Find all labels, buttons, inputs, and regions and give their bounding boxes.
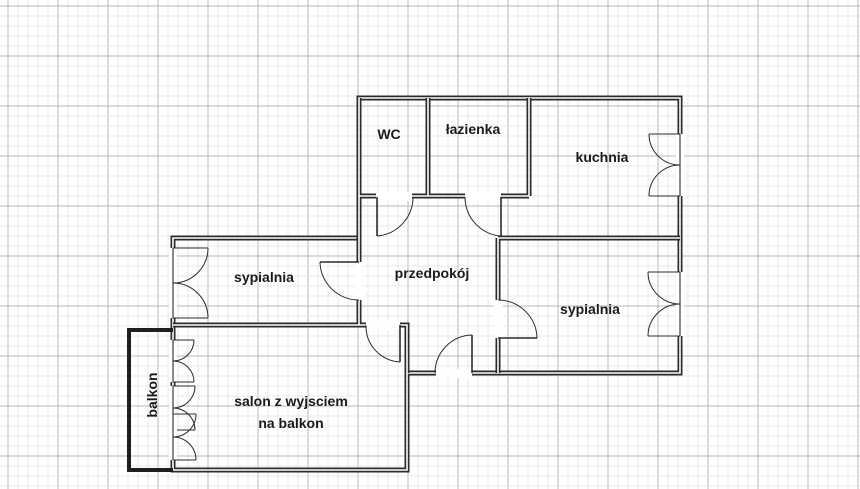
- label-balkon: balkon: [144, 372, 160, 417]
- window-swing: [172, 282, 209, 319]
- label-sypialnia-right: sypialnia: [560, 301, 620, 317]
- door-bedroom-right-swing: [497, 299, 538, 339]
- label-wc: WC: [377, 126, 400, 142]
- doors: [319, 196, 538, 374]
- balcony-wall: [127, 328, 173, 472]
- door-wc-swing: [376, 196, 414, 237]
- window-swing: [648, 164, 681, 197]
- walls: [127, 95, 683, 473]
- window-swing: [172, 247, 209, 284]
- window-swing: [172, 413, 197, 438]
- door-entrance-swing: [434, 334, 473, 374]
- label-przedpokoj: przedpokój: [395, 265, 470, 281]
- door-bedroom-left-swing: [319, 261, 360, 301]
- label-salon-line2: na balkon: [258, 415, 323, 431]
- door-lazienka-swing: [464, 196, 502, 237]
- window-swing: [648, 133, 681, 166]
- label-kuchnia: kuchnia: [576, 149, 629, 165]
- window-swing: [172, 360, 195, 383]
- label-sypialnia-left: sypialnia: [234, 269, 294, 285]
- label-lazienka: łazienka: [446, 121, 501, 137]
- label-salon-line1: salon z wyjsciem: [234, 393, 348, 409]
- door-openings: [355, 192, 503, 378]
- window-swing: [172, 436, 197, 461]
- window-swing: [647, 303, 681, 337]
- door-salon-swing: [365, 324, 401, 363]
- room-labels: WC łazienka kuchnia sypialnia przedpokój…: [144, 121, 629, 431]
- interior-walls-inner-line: [173, 98, 680, 373]
- windows: [169, 133, 684, 461]
- window-swing: [647, 271, 681, 305]
